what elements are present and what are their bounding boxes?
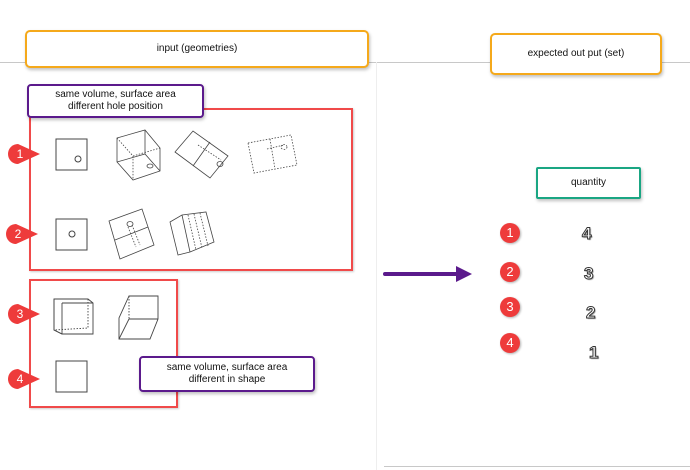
quantity-value: 2 [585,303,596,323]
parallelepiped-shape [118,295,159,340]
divider-bottom [384,466,690,467]
input-header-label: input (geometries) [156,43,238,54]
result-marker-1: 1 [500,223,520,243]
cube-with-hole-shape [116,129,161,181]
rotated-block-shape [108,208,155,260]
hex-prism-shape [169,211,215,256]
square-with-hole-shape [55,138,88,171]
group2-frame [29,279,178,408]
cube-shape [53,298,94,335]
marker-2: 2 [5,223,41,245]
output-header: expected out put (set) [490,33,662,75]
note-line: same volume, surface area [55,89,176,100]
result-marker-2: 2 [500,262,520,282]
tilted-block-shape [247,134,298,174]
group2-note: same volume, surface area different in s… [139,356,315,392]
quantity-value: 3 [583,264,594,284]
input-header: input (geometries) [25,30,369,68]
square-shape [55,360,88,393]
quantity-header-label: quantity [570,177,607,188]
result-marker-4: 4 [500,333,520,353]
arrow-right-icon [383,266,472,282]
note-line: same volume, surface area [166,362,288,373]
rotated-block-shape [174,130,229,179]
output-header-label: expected out put (set) [527,48,625,59]
result-marker-3: 3 [500,297,520,317]
square-with-center-hole-shape [55,218,88,251]
quantity-header: quantity [536,167,641,199]
marker-4: 4 [7,368,43,390]
marker-1: 1 [7,143,43,165]
note-line: different hole position [68,101,163,112]
divider-vertical [376,62,377,470]
marker-3: 3 [7,303,43,325]
group1-note: same volume, surface area different hole… [27,84,204,118]
quantity-value: 1 [588,343,599,363]
quantity-value: 4 [581,224,592,244]
note-line: different in shape [188,374,266,385]
